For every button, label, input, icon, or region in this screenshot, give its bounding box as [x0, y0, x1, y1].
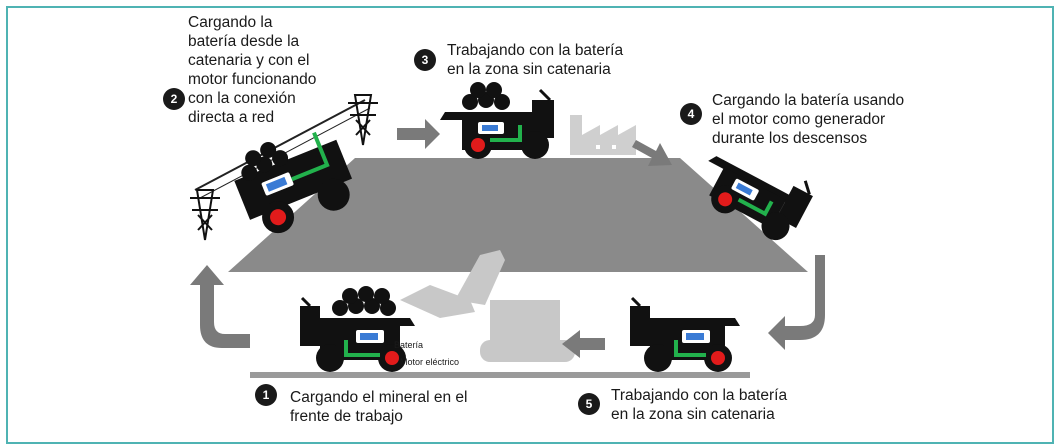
- arrow-3-to-4: [632, 140, 672, 166]
- step-2-caption: Cargando la batería desde la catenaria y…: [188, 14, 317, 126]
- step-5-badge: 5: [578, 393, 600, 415]
- power-pylon-icon: [348, 94, 378, 146]
- arrow-2-to-3: [397, 119, 440, 149]
- excavator-icon: [400, 250, 575, 362]
- legend-motor-label: Motor eléctrico: [400, 357, 460, 367]
- mine-ramp: [228, 158, 808, 272]
- haul-truck-loading: [300, 286, 415, 372]
- haul-truck-charging-catenary: [234, 131, 353, 234]
- haul-truck-regenerating: [708, 156, 813, 241]
- arrow-1-to-2: [190, 265, 250, 348]
- arrow-4-to-5: [768, 255, 825, 350]
- arrow-5-to-1: [562, 330, 605, 358]
- haul-truck-battery-mode-lower: [630, 296, 740, 372]
- ground-line: [250, 372, 750, 378]
- step-4-caption: Cargando la batería usando el motor como…: [712, 92, 905, 147]
- step-5-caption: Trabajando con la batería en la zona sin…: [611, 387, 788, 423]
- step-3-badge: 3: [414, 49, 436, 71]
- step-1-caption: Cargando el mineral en el frente de trab…: [290, 389, 468, 425]
- step-4-badge: 4: [680, 103, 702, 125]
- factory-icon: [570, 115, 636, 155]
- step-3-caption: Trabajando con la batería en la zona sin…: [447, 42, 624, 78]
- haul-truck-battery-mode: [440, 82, 554, 159]
- power-pylon-icon: [190, 189, 220, 241]
- step-2-badge: 2: [163, 88, 185, 110]
- legend-battery-label: Batería: [394, 340, 424, 350]
- step-1-badge: 1: [255, 384, 277, 406]
- catenary-wire: [194, 99, 366, 191]
